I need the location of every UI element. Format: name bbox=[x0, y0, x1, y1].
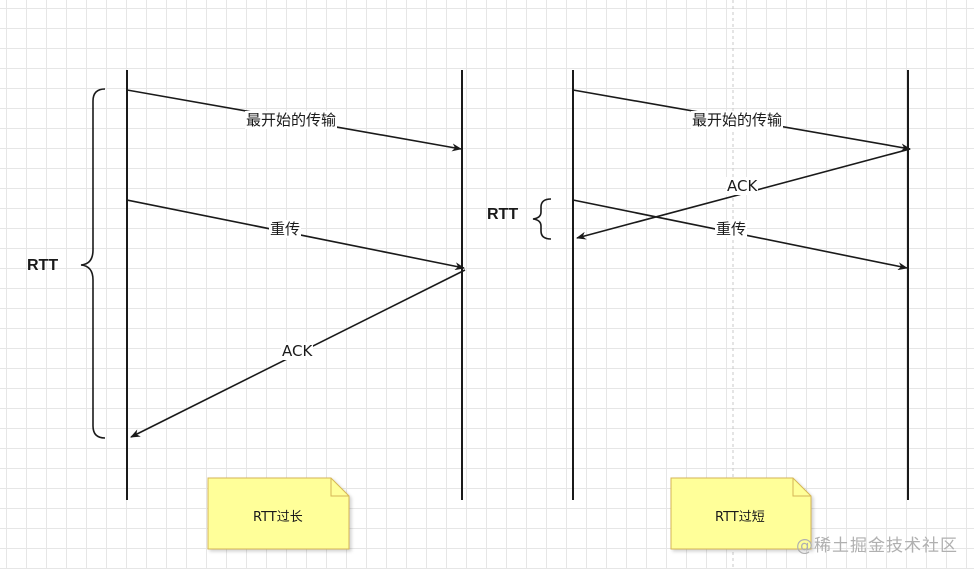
right-note-fold bbox=[792, 478, 811, 497]
right-ack-label: ACK bbox=[726, 177, 759, 195]
right-note bbox=[670, 477, 812, 550]
left-sequence-diagram bbox=[80, 70, 466, 550]
right-retransmission-label: 重传 bbox=[715, 220, 748, 238]
right-sequence-diagram bbox=[532, 70, 911, 550]
left-retransmission-label: 重传 bbox=[269, 220, 302, 238]
left-note bbox=[207, 477, 350, 550]
left-note-shape bbox=[207, 477, 350, 550]
left-initial-transmission-label: 最开始的传输 bbox=[245, 111, 338, 129]
right-rtt-label: RTT bbox=[487, 206, 519, 223]
right-rtt-brace bbox=[532, 198, 552, 240]
watermark-text: @稀土掘金技术社区 bbox=[796, 536, 958, 556]
left-note-text: RTT过长 bbox=[253, 510, 303, 525]
left-ack-label: ACK bbox=[281, 342, 314, 360]
right-note-shape bbox=[670, 477, 812, 550]
left-note-fold bbox=[330, 478, 349, 497]
right-note-text: RTT过短 bbox=[715, 510, 765, 525]
left-rtt-label: RTT bbox=[27, 257, 59, 274]
left-rtt-brace bbox=[80, 88, 106, 439]
right-initial-transmission-label: 最开始的传输 bbox=[691, 111, 784, 129]
